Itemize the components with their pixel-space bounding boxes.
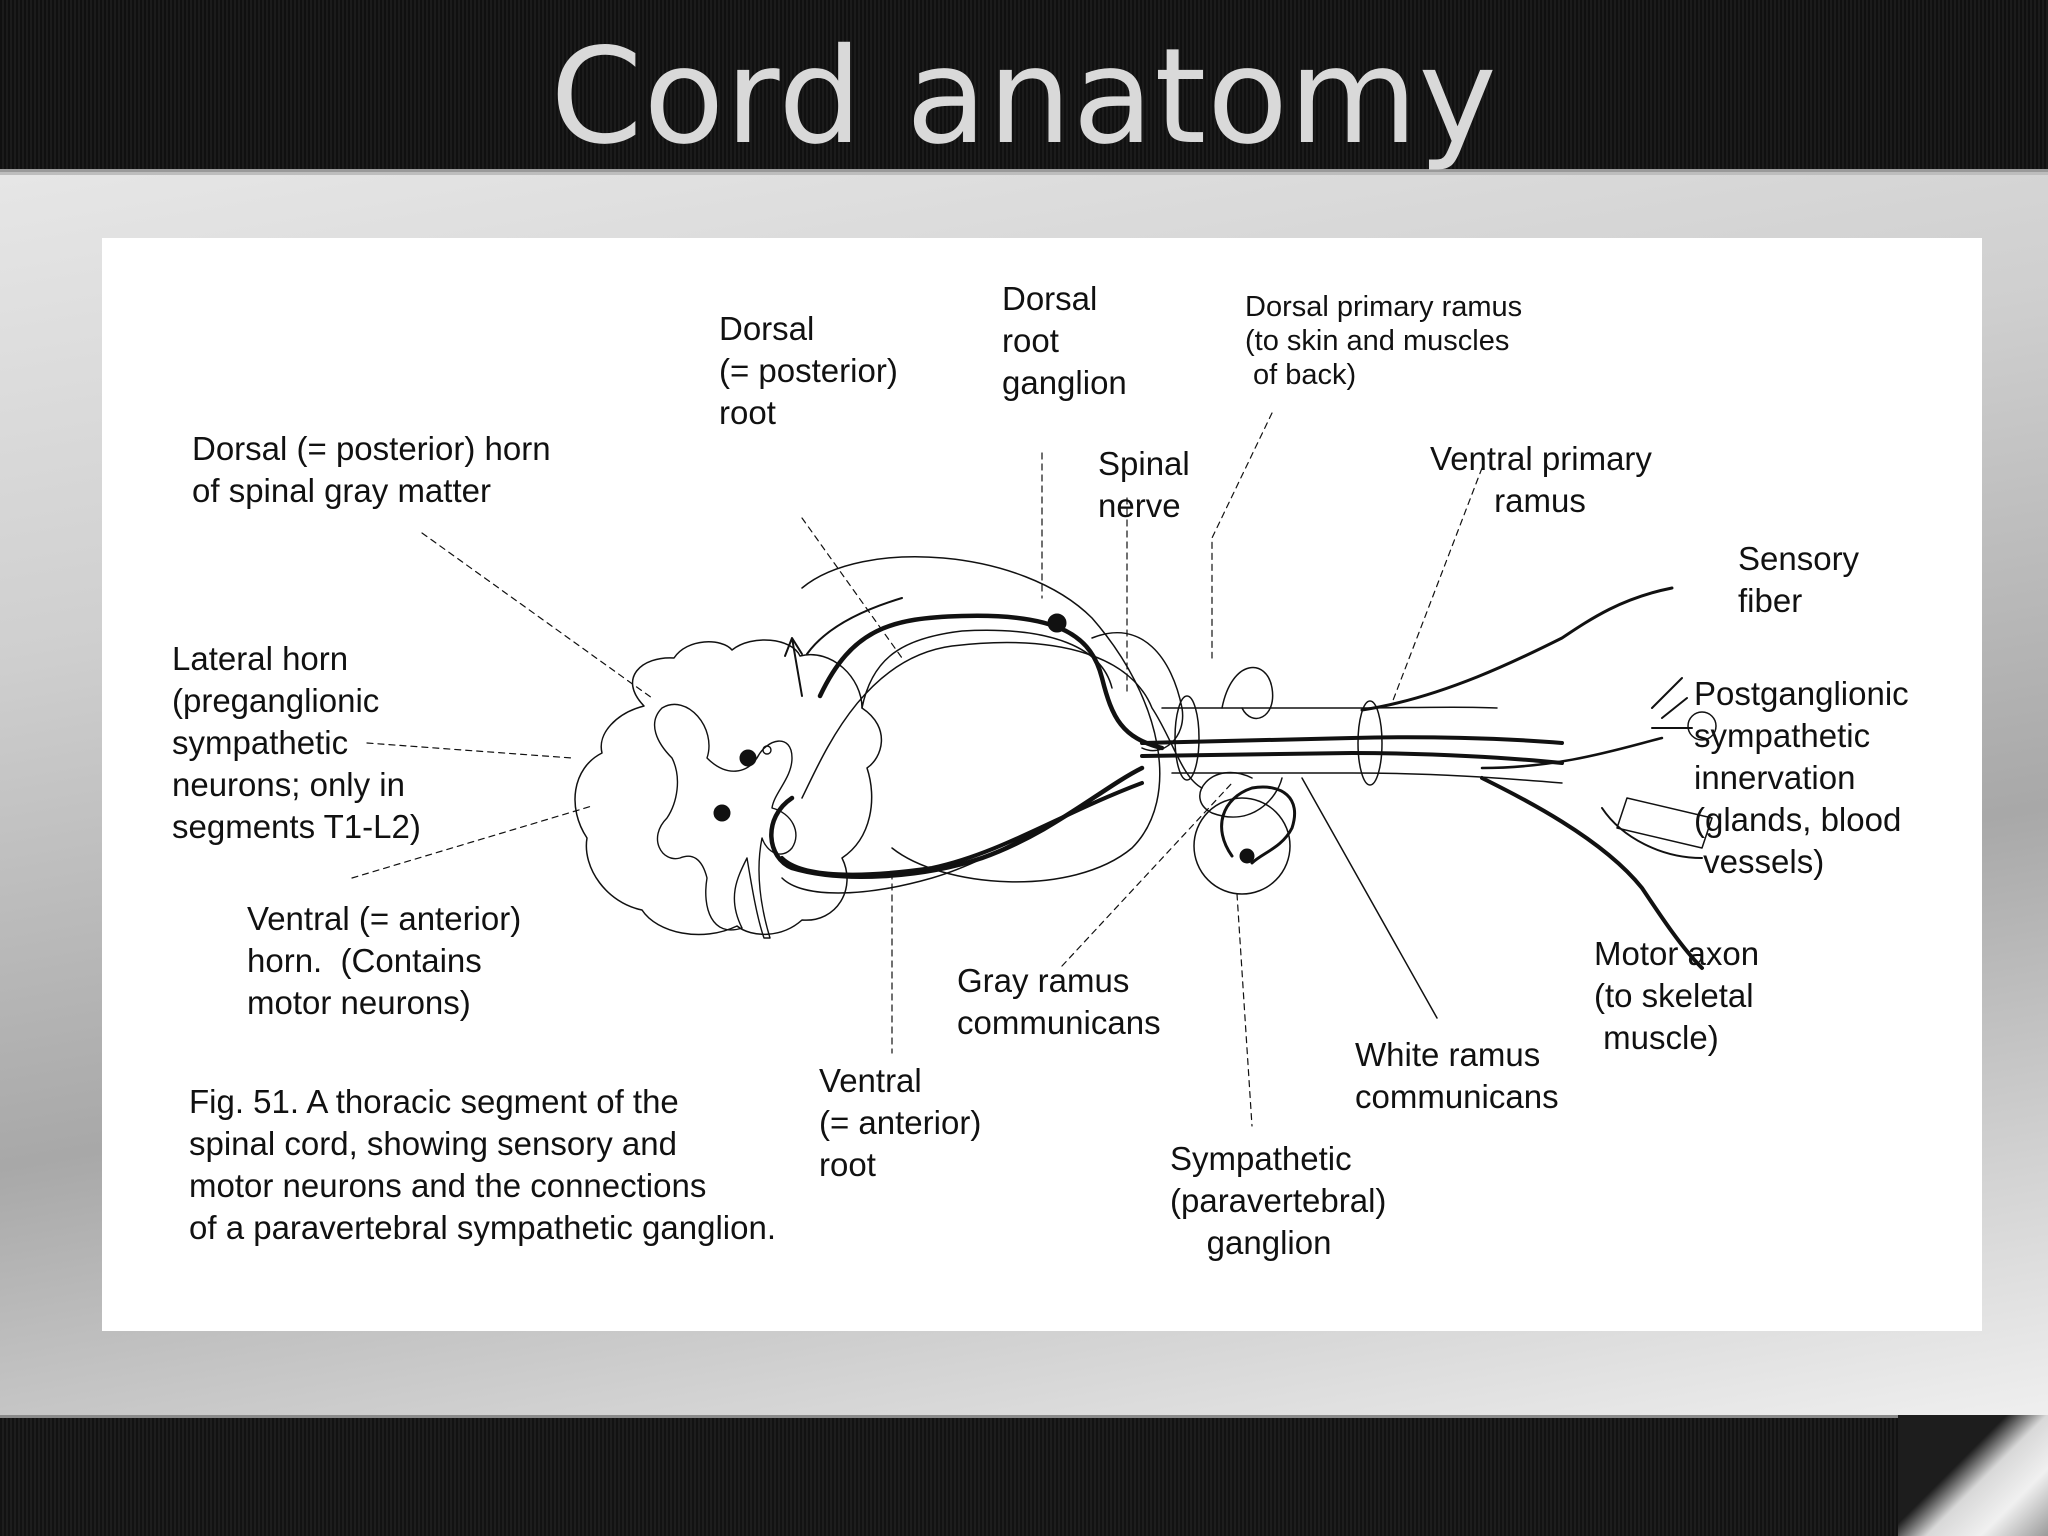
white-ramus-fiber: [1220, 785, 1297, 865]
label-postganglionic: Postganglionic sympathetic innervation (…: [1694, 675, 1909, 880]
postganglionic-line: [1480, 736, 1664, 770]
leader-lateral-horn: [366, 742, 573, 759]
central-canal: [762, 745, 772, 755]
label-ventral-horn: Ventral (= anterior) horn. (Contains mot…: [247, 900, 522, 1021]
figure-caption: Fig. 51. A thoracic segment of the spina…: [189, 1083, 777, 1246]
gland-icon: [1687, 711, 1717, 741]
spinal-nerve-fiber-1: [1140, 735, 1564, 745]
spinal-nerve-lower: [1171, 772, 1563, 784]
title-bar: [0, 0, 2048, 172]
label-dorsal-primary-ramus: Dorsal primary ramus (to skin and muscle…: [1245, 291, 1523, 391]
label-gray-ramus: Gray ramus communicans: [957, 962, 1161, 1041]
anatomy-figure: Dorsal (= posterior) horn of spinal gray…: [102, 238, 1982, 1331]
ventral-horn-neuron: [713, 804, 731, 822]
drg-neuron: [1047, 613, 1067, 633]
label-motor-axon: Motor axon (to skeletal muscle): [1594, 935, 1760, 1056]
leader-dorsal-horn: [421, 532, 653, 699]
label-dorsal-root: Dorsal (= posterior) root: [719, 310, 898, 431]
motor-axon-line: [1480, 776, 1704, 970]
leader-sympathetic: [1236, 893, 1253, 1127]
gray-matter-shape: [653, 703, 797, 939]
footer-bar: [0, 1415, 2048, 1536]
leader-gray-ramus: [1061, 782, 1233, 967]
label-spinal-nerve: Spinal nerve: [1098, 445, 1190, 524]
sensory-fiber: [1360, 586, 1674, 712]
ventral-root-fiber: [769, 765, 1145, 879]
dorsal-root-sheath: [801, 641, 1203, 799]
leader-white-ramus: [1301, 777, 1438, 1019]
label-lateral-horn: Lateral horn (preganglionic sympathetic …: [172, 640, 421, 845]
leader-ventral-ramus: [1391, 467, 1483, 704]
vessel-nerve: [1601, 807, 1703, 859]
ventral-ramus-ring: [1357, 700, 1383, 786]
label-sensory-fiber: Sensory fiber: [1738, 540, 1860, 619]
entry-arrow: [784, 637, 803, 697]
label-ventral-root: Ventral (= anterior) root: [819, 1062, 982, 1183]
spinal-cord-diagram: [102, 238, 1717, 1127]
gray-matter: [102, 238, 602, 613]
white-ramus-loop: [1199, 771, 1283, 818]
spinal-nerve-fiber-2: [1140, 751, 1564, 765]
label-dorsal-root-ganglion: Dorsal root ganglion: [1002, 280, 1127, 401]
label-white-ramus: White ramus communicans: [1355, 1036, 1559, 1115]
root-loop: [801, 556, 1161, 883]
label-sympathetic-ganglion: Sympathetic (paravertebral) ganglion: [1170, 1140, 1387, 1261]
ventral-root-fiber-2: [780, 781, 1144, 877]
leader-ventral-horn: [351, 805, 593, 879]
postganglionic-branch: [1651, 677, 1693, 729]
spinal-nerve-upper: [1161, 706, 1498, 709]
spinal-nerve-ring: [1174, 695, 1200, 781]
leader-dorsal-ramus: [1211, 412, 1273, 659]
corner-decoration: [1898, 1415, 2048, 1536]
leader-lines: [351, 412, 1483, 1127]
slide-title: Cord anatomy: [550, 20, 1498, 174]
label-dorsal-horn: Dorsal (= posterior) horn of spinal gray…: [192, 430, 551, 509]
leader-dorsal-root: [801, 517, 903, 659]
ganglion-neuron: [1239, 848, 1255, 864]
cord-outline: [574, 639, 883, 936]
sympathetic-ganglion-outline: [1193, 797, 1291, 895]
dorsal-ramus-bump: [1221, 666, 1274, 720]
dorsal-root-inner: [861, 629, 1113, 709]
lateral-horn-neuron: [739, 749, 757, 767]
dorsal-root-fiber-2: [806, 597, 903, 655]
label-ventral-primary-ramus: Ventral primary ramus: [1430, 440, 1652, 519]
vessel-icon: [1616, 797, 1713, 849]
